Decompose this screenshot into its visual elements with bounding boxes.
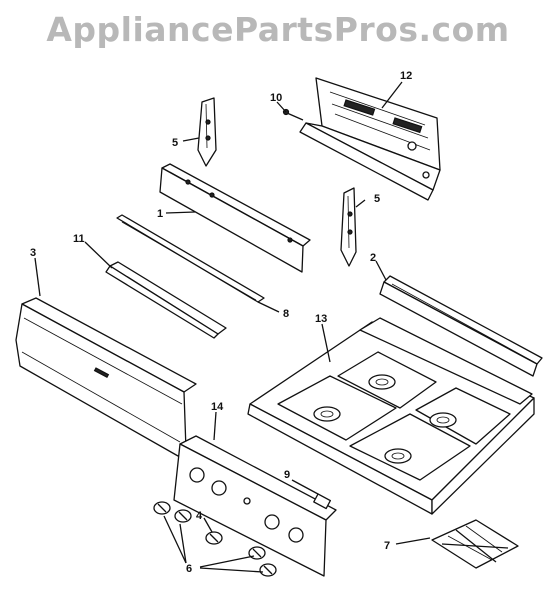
callout-8: 8 (283, 308, 289, 320)
part-13-cooktop (247, 317, 535, 515)
callout-2: 2 (370, 252, 376, 264)
leader-lines (34, 81, 431, 573)
burner-front-left (313, 406, 341, 422)
callout-labels: 12 10 5 5 1 11 3 2 8 13 14 9 4 6 7 (30, 70, 412, 575)
part-knobs (153, 501, 277, 577)
callout-11: 11 (73, 233, 85, 245)
burner-rear-right (429, 412, 457, 428)
part-3-control-panel (15, 297, 197, 457)
callout-4: 4 (196, 510, 203, 522)
part-10-screw (282, 108, 304, 121)
burner-rear-left (368, 374, 396, 390)
part-5-lower-bracket (340, 187, 357, 267)
callout-14: 14 (211, 401, 224, 413)
callout-1: 1 (157, 208, 163, 220)
callout-7: 7 (384, 540, 390, 552)
watermark-logo: AppliancePartsPros.com (46, 10, 510, 49)
part-1-backguard-panel (159, 163, 311, 273)
callout-5-upper: 5 (172, 137, 178, 149)
knob-5 (248, 546, 266, 560)
knob-2 (174, 509, 192, 523)
knob-1 (153, 501, 171, 515)
part-9-igniter (313, 493, 332, 510)
part-12-rear-panel (299, 77, 441, 201)
part-5-upper-bracket (197, 97, 217, 167)
burner-front-right (384, 448, 412, 464)
part-2-side-trim (379, 275, 543, 377)
callout-12: 12 (400, 70, 412, 82)
part-11-vent-trim (105, 261, 227, 339)
part-8-trim-strip (116, 214, 265, 303)
callout-10: 10 (270, 92, 282, 104)
knob-6 (259, 563, 277, 577)
callout-6: 6 (186, 563, 192, 575)
callout-3: 3 (30, 247, 36, 259)
callout-9: 9 (284, 469, 290, 481)
part-7-grate (431, 519, 519, 569)
knob-4 (205, 531, 223, 545)
part-14-manifold-panel (173, 435, 337, 577)
callout-5-lower: 5 (374, 193, 380, 205)
callout-13: 13 (315, 313, 327, 325)
